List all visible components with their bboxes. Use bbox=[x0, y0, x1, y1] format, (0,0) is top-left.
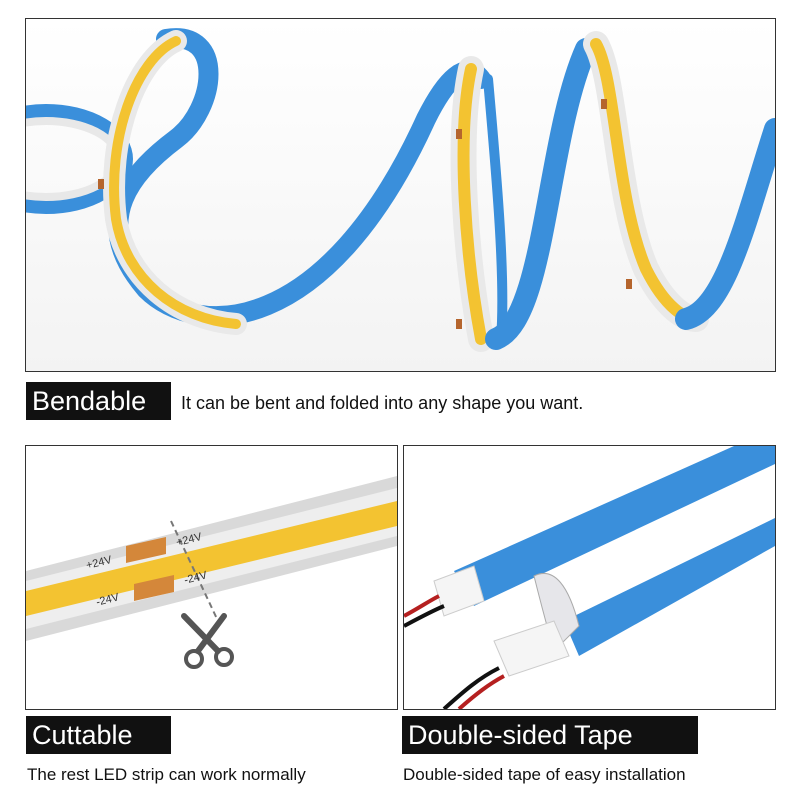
scissors-icon bbox=[181, 613, 234, 669]
cuttable-strip-illustration bbox=[26, 446, 397, 709]
cuttable-caption: The rest LED strip can work normally bbox=[27, 765, 306, 784]
tape-caption: Double-sided tape of easy installation bbox=[403, 765, 686, 784]
bendable-strip-illustration bbox=[26, 19, 775, 371]
tape-photo bbox=[403, 445, 776, 710]
cuttable-photo: +24V +24V -24V -24V bbox=[25, 445, 398, 710]
tape-illustration bbox=[404, 446, 775, 709]
bendable-caption: It can be bent and folded into any shape… bbox=[181, 393, 584, 413]
bendable-title: Bendable bbox=[26, 382, 171, 420]
tape-title: Double-sided Tape bbox=[402, 716, 698, 754]
bendable-photo bbox=[25, 18, 776, 372]
cuttable-title: Cuttable bbox=[26, 716, 171, 754]
